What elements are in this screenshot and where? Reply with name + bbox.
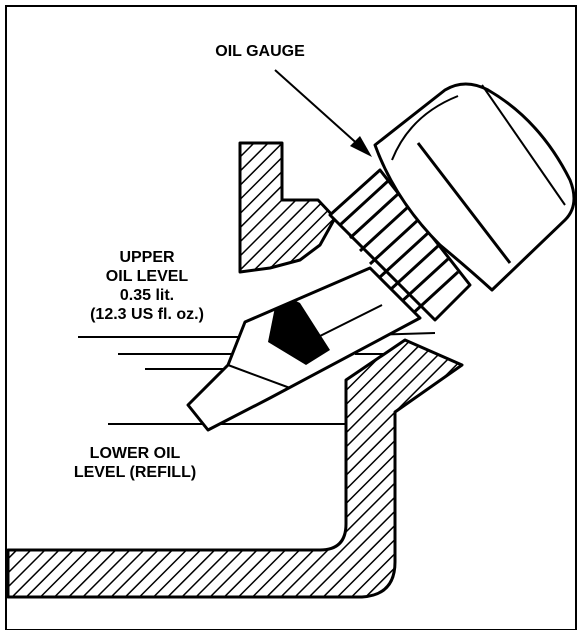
upper-label-line-3: 0.35 lit. xyxy=(119,287,175,304)
lower-label-line-1: LOWER OIL xyxy=(89,445,181,462)
dipstick-level-band xyxy=(268,292,330,365)
oil-gauge-label-text: OIL GAUGE xyxy=(215,43,305,60)
gauge-cap xyxy=(373,82,576,292)
upper-label-line-1: UPPER xyxy=(119,249,175,266)
upper-label-line-2: OIL LEVEL xyxy=(105,268,189,285)
lower-label-line-2: LEVEL (REFILL) xyxy=(73,464,197,481)
upper-label-line-4: (12.3 US fl. oz.) xyxy=(90,306,204,323)
housing-upper-bracket xyxy=(238,141,337,274)
housing-sump-wall xyxy=(6,338,464,599)
upper-oil-level-label: UPPER OIL LEVEL 0.35 lit. (12.3 US fl. o… xyxy=(72,248,222,324)
oil-gauge-label: OIL GAUGE xyxy=(180,42,340,61)
lower-oil-level-label: LOWER OIL LEVEL (REFILL) xyxy=(50,444,220,482)
dipstick xyxy=(186,266,422,432)
border-frame xyxy=(5,5,577,630)
gauge-thread xyxy=(328,168,472,322)
oil-gauge-leader-arrow xyxy=(274,69,372,157)
